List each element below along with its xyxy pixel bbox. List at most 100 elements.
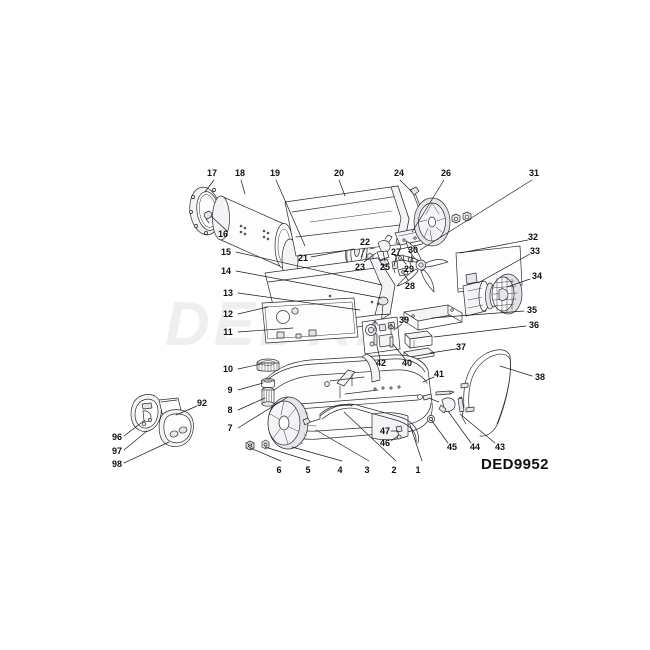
leader-46 xyxy=(390,435,399,442)
callout-96: 96 xyxy=(112,432,122,442)
part-nut-a xyxy=(451,213,461,224)
callout-5: 5 xyxy=(305,465,310,475)
leader-35 xyxy=(431,310,525,319)
callout-25: 25 xyxy=(380,262,390,272)
leader-12 xyxy=(237,306,269,315)
part-upper-housing xyxy=(284,185,410,257)
callout-28: 28 xyxy=(405,281,415,291)
leader-8 xyxy=(237,397,266,411)
leader-37 xyxy=(429,348,457,354)
callout-33: 33 xyxy=(530,246,540,256)
part-fan-blade xyxy=(393,240,449,293)
leader-36 xyxy=(433,325,527,338)
leader-6 xyxy=(249,447,282,462)
part-pin-40 xyxy=(387,323,395,348)
callout-29: 29 xyxy=(404,264,414,274)
callout-24: 24 xyxy=(394,168,404,178)
part-nut-b xyxy=(462,211,472,222)
callout-38: 38 xyxy=(535,372,545,382)
callout-40: 40 xyxy=(402,358,412,368)
callout-45: 45 xyxy=(447,442,457,452)
part-nut-5 xyxy=(261,439,270,450)
leader-9 xyxy=(237,382,264,391)
callout-3: 3 xyxy=(364,465,369,475)
callout-15: 15 xyxy=(221,247,231,257)
callout-7: 7 xyxy=(227,423,232,433)
callout-12: 12 xyxy=(223,309,233,319)
part-fuel-cap xyxy=(256,358,280,372)
leader-19 xyxy=(275,179,306,247)
callout-14: 14 xyxy=(221,266,231,276)
part-mesh-grille xyxy=(491,273,523,315)
leader-lines xyxy=(123,179,533,464)
callout-1: 1 xyxy=(415,465,420,475)
leader-18 xyxy=(240,179,246,195)
part-connector-45b xyxy=(417,393,433,401)
callout-30: 30 xyxy=(408,245,418,255)
leader-45 xyxy=(431,420,449,444)
leader-5 xyxy=(264,446,311,462)
leader-96 xyxy=(123,419,146,437)
leader-32 xyxy=(459,239,529,254)
leader-24 xyxy=(399,179,413,193)
callout-31: 31 xyxy=(529,168,539,178)
leader-3 xyxy=(315,429,370,462)
callout-32: 32 xyxy=(528,232,538,242)
leader-92 xyxy=(175,405,198,416)
callout-23: 23 xyxy=(355,262,365,272)
callout-22: 22 xyxy=(360,237,370,247)
leader-28 xyxy=(403,273,409,281)
leader-29 xyxy=(401,258,407,265)
part-control-plate xyxy=(261,297,359,344)
leader-22 xyxy=(360,247,366,258)
leader-11 xyxy=(237,327,294,333)
part-nut-6 xyxy=(245,440,255,451)
callout-9: 9 xyxy=(227,385,232,395)
part-control-board xyxy=(361,316,401,355)
leader-2 xyxy=(343,411,397,462)
leader-4 xyxy=(291,446,343,462)
callout-37: 37 xyxy=(456,342,466,352)
callout-43: 43 xyxy=(495,442,505,452)
leader-26 xyxy=(411,179,445,233)
part-fitting-44 xyxy=(430,397,456,414)
part-road-wheel xyxy=(267,396,310,450)
leader-1 xyxy=(409,424,423,462)
leader-7 xyxy=(237,396,289,429)
callout-36: 36 xyxy=(529,320,539,330)
part-screw-16 xyxy=(203,210,213,224)
part-fitting-43 xyxy=(457,396,465,413)
part-fitting-45 xyxy=(427,415,435,423)
leader-30 xyxy=(410,254,413,262)
part-bracket-28 xyxy=(397,267,409,277)
leader-14 xyxy=(235,270,382,299)
callout-13: 13 xyxy=(223,288,233,298)
part-fuel-gasket xyxy=(261,378,275,388)
callout-6: 6 xyxy=(276,465,281,475)
part-motor-mount-bracket xyxy=(403,304,463,331)
leader-38 xyxy=(499,365,533,377)
leader-15 xyxy=(235,251,383,286)
callout-2: 2 xyxy=(391,465,396,475)
callout-18: 18 xyxy=(235,168,245,178)
leader-10 xyxy=(237,363,262,370)
callout-44: 44 xyxy=(470,442,480,452)
leader-23 xyxy=(363,252,377,263)
leader-43 xyxy=(459,413,496,444)
part-frame-bar xyxy=(319,403,419,444)
leader-33 xyxy=(477,253,531,284)
leader-40 xyxy=(392,343,406,360)
callout-19: 19 xyxy=(270,168,280,178)
leader-21 xyxy=(310,248,355,258)
leader-97 xyxy=(123,430,148,451)
leader-27 xyxy=(393,256,397,267)
callout-11: 11 xyxy=(223,327,233,337)
leader-44 xyxy=(447,410,472,444)
callout-42: 42 xyxy=(376,358,386,368)
leader-41 xyxy=(422,376,435,383)
part-pin-42 xyxy=(371,320,379,346)
callout-47: 47 xyxy=(380,426,390,436)
callout-97: 97 xyxy=(112,446,122,456)
